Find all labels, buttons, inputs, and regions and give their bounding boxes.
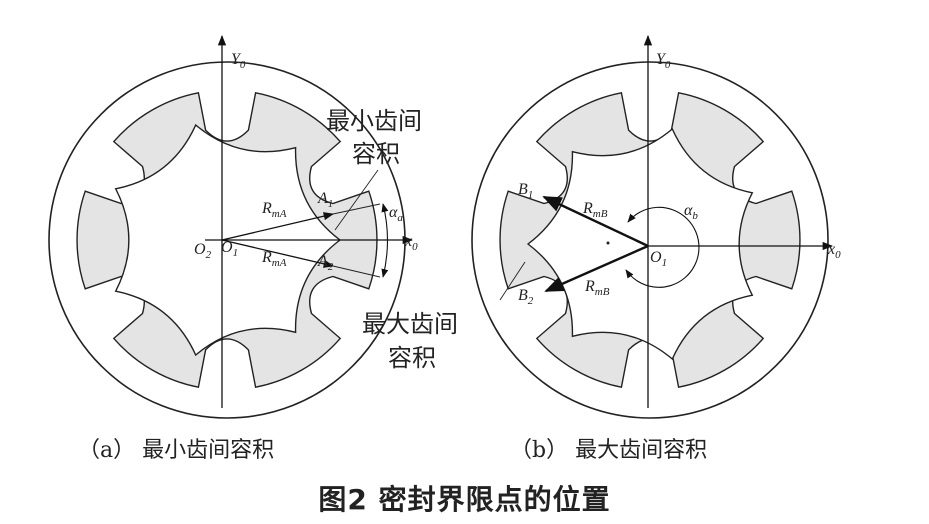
panel-a: Y0 x0 O2 O1 RmA RmA A1 A2 αa 最小齿间 容积: [48, 34, 422, 419]
x-axis-label-a: x0: [404, 233, 418, 253]
point-label-b2: B2: [518, 287, 534, 307]
angle-label-b: αb: [684, 202, 698, 222]
figure-title: 图2 密封界限点的位置: [318, 483, 611, 516]
callout-leader-b: [499, 261, 526, 301]
caption-b: （b） 最大齿间容积: [510, 438, 708, 463]
outer-housing-b: [471, 61, 829, 419]
callout-leader-a: [334, 169, 379, 231]
caption-a: （a） 最小齿间容积: [78, 438, 275, 463]
radius-line-a1: [221, 212, 335, 241]
angle-ray-a2: [332, 265, 381, 278]
center-dot-b: [606, 241, 610, 245]
callout-text-b-line1: 最大齿间: [362, 310, 458, 338]
point-label-b1: B1: [518, 181, 533, 201]
callout-text-a-line1: 最小齿间: [326, 107, 422, 135]
o1-label-b: O1: [650, 249, 667, 269]
angle-ray-a1: [332, 203, 381, 215]
y-axis-label-a: Y0: [231, 51, 246, 71]
x-axis-label-b: x0: [827, 241, 841, 261]
radius-label-b1: RmB: [582, 200, 608, 220]
callout-text-a-line2: 容积: [352, 140, 400, 168]
point-label-a2: A2: [317, 253, 334, 273]
o1-label-a: O1: [221, 239, 238, 259]
radius-label-b2: RmB: [584, 278, 610, 298]
radius-label-a2: RmA: [261, 249, 287, 269]
radius-label-a1: RmA: [261, 200, 287, 220]
panel-b: Y0 x0 O1 RmB RmB B1 B2 αb 最大齿间 容积: [362, 34, 841, 419]
o2-label-a: O2: [194, 241, 212, 261]
angle-label-a: αa: [389, 204, 403, 224]
angle-arc-b: [625, 206, 700, 288]
callout-text-b-line2: 容积: [388, 344, 436, 372]
radius-line-a2: [221, 239, 335, 268]
angle-arc-a: [381, 203, 389, 278]
y-axis-label-b: Y0: [656, 51, 671, 71]
point-label-a1: A1: [317, 190, 333, 210]
